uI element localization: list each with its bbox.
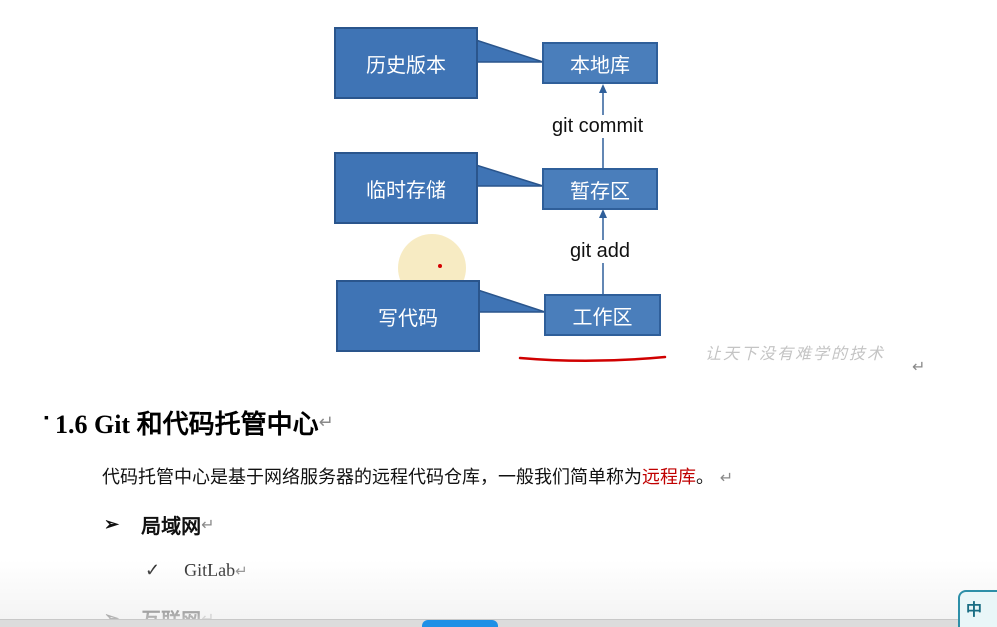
list-item-label: 局域网 bbox=[141, 514, 202, 538]
body-text-suffix: 。 bbox=[696, 467, 714, 488]
callout-history: 历史版本 bbox=[334, 27, 478, 99]
ime-label: 中 bbox=[966, 600, 983, 619]
box-local-repo-label: 本地库 bbox=[570, 52, 630, 77]
ime-indicator[interactable]: 中 bbox=[958, 590, 997, 627]
watermark-slogan: 让天下没有难学的技术 bbox=[705, 344, 886, 363]
callout-temp-storage: 临时存储 bbox=[334, 152, 478, 224]
body-text-highlight: 远程库 bbox=[642, 467, 696, 488]
body-text-prefix: 代码托管中心是基于网络服务器的远程代码仓库，一般我们简单称为 bbox=[102, 467, 642, 488]
cursor-dot bbox=[438, 264, 442, 268]
heading-bullet: ▪ bbox=[44, 410, 49, 426]
callout-pointer-write-code bbox=[477, 288, 546, 313]
arrow-add-head bbox=[599, 209, 607, 218]
annotation-underline bbox=[518, 355, 667, 363]
box-workspace: 工作区 bbox=[544, 294, 661, 336]
callout-write-code-label: 写代码 bbox=[378, 305, 438, 330]
sub-item-label: GitLab bbox=[184, 560, 236, 580]
check-marker: ✓ bbox=[145, 560, 161, 580]
heading-text: 1.6 Git 和代码托管中心 bbox=[54, 410, 319, 439]
paragraph-mark: ↵ bbox=[318, 412, 334, 433]
list-item-lan: ➢ 局域网 ↵ bbox=[104, 510, 215, 539]
callout-write-code: 写代码 bbox=[336, 280, 480, 352]
paragraph-mark: ↵ bbox=[912, 357, 926, 376]
git-commit-label: git commit bbox=[550, 115, 646, 138]
box-staging-label: 暂存区 bbox=[570, 178, 630, 203]
git-add-label: git add bbox=[568, 240, 633, 263]
box-staging: 暂存区 bbox=[542, 168, 658, 210]
callout-pointer-temp-storage bbox=[475, 163, 544, 187]
callout-history-label: 历史版本 bbox=[366, 52, 446, 77]
paragraph-mark: ↵ bbox=[719, 468, 734, 487]
status-bar bbox=[0, 619, 997, 627]
sub-item-gitlab: ✓ GitLab ↵ bbox=[145, 560, 248, 581]
box-local-repo: 本地库 bbox=[542, 42, 658, 84]
paragraph-mark: ↵ bbox=[235, 561, 248, 580]
paragraph-mark: ↵ bbox=[201, 515, 215, 534]
arrow-commit-head bbox=[599, 84, 607, 93]
callout-temp-storage-label: 临时存储 bbox=[366, 177, 446, 202]
scroll-thumb[interactable] bbox=[422, 620, 498, 627]
list-arrow-marker: ➢ bbox=[104, 514, 120, 535]
body-paragraph: 代码托管中心是基于网络服务器的远程代码仓库，一般我们简单称为远程库。 ↵ bbox=[102, 463, 733, 489]
box-workspace-label: 工作区 bbox=[572, 304, 633, 329]
section-heading: ▪ 1.6 Git 和代码托管中心 ↵ bbox=[44, 404, 334, 441]
callout-pointer-history bbox=[475, 38, 544, 63]
